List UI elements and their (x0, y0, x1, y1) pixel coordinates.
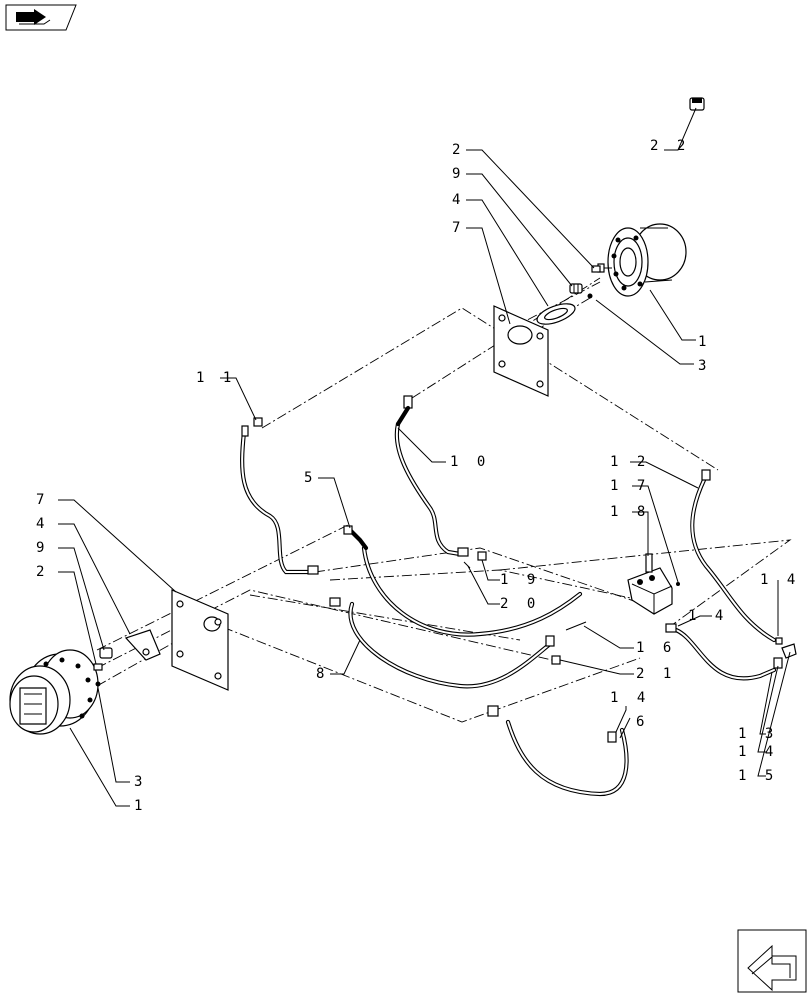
callout-11: 1 1 (196, 370, 236, 386)
cap-22 (689, 97, 705, 111)
callout-15: 1 5 (738, 768, 778, 784)
hose-13 (665, 623, 783, 681)
dowel-top-3 (587, 293, 593, 299)
callout-labels: 2 2 2 9 4 7 1 3 1 1 1 0 5 1 2 1 7 1 8 1 … (36, 138, 800, 814)
callout-21: 2 1 (636, 666, 676, 682)
plug-left-9 (99, 647, 113, 659)
callout-6: 6 (636, 714, 649, 730)
callout-22: 2 2 (650, 138, 690, 154)
callout-4-left: 4 (36, 516, 49, 532)
hose-11 (240, 417, 319, 575)
callout-7-top: 7 (452, 220, 465, 236)
fitting-15 (781, 643, 797, 659)
hose-10 (394, 395, 469, 557)
callout-3-left: 3 (134, 774, 147, 790)
callout-9-left: 9 (36, 540, 49, 556)
callout-7-left: 7 (36, 492, 49, 508)
book-arrow-icon[interactable] (5, 4, 77, 31)
next-page-arrow-icon[interactable] (737, 929, 807, 993)
fitting-17 (676, 582, 680, 586)
hose-12 (690, 469, 777, 643)
callout-10: 1 0 (450, 454, 490, 470)
callout-14-d: 1 4 (738, 744, 778, 760)
fitting-top-2 (591, 265, 601, 273)
drive-motor-top (597, 223, 687, 297)
hose-6 (487, 705, 629, 797)
callout-5: 5 (304, 470, 317, 486)
callout-12: 1 2 (610, 454, 650, 470)
seal-top-4 (536, 303, 576, 325)
fitting-left-2 (93, 663, 103, 671)
assembly-lines (96, 277, 792, 723)
callout-16: 1 6 (636, 640, 676, 656)
drive-motor-left (9, 649, 99, 735)
hose-5 (343, 525, 583, 637)
callout-2-top: 2 (452, 142, 465, 158)
callout-17: 1 7 (610, 478, 650, 494)
fitting-21 (551, 655, 561, 665)
callout-18: 1 8 (610, 504, 650, 520)
callout-1-top: 1 (698, 334, 711, 350)
callout-8: 8 (316, 666, 329, 682)
plug-top-9 (569, 283, 583, 294)
fitting-16 (565, 621, 587, 631)
fitting-14-right (775, 637, 783, 645)
callout-2-left: 2 (36, 564, 49, 580)
callout-1-left: 1 (134, 798, 147, 814)
callout-20: 2 0 (500, 596, 540, 612)
hose-8 (329, 597, 555, 689)
valve-block-18 (627, 553, 673, 615)
callout-13: 1 3 (738, 726, 778, 742)
callout-3-top: 3 (698, 358, 711, 374)
callout-14-b: 1 4 (688, 608, 728, 624)
callout-14-c: 1 4 (610, 690, 650, 706)
callout-19: 1 9 (500, 572, 540, 588)
gasket-plate-left (171, 589, 229, 691)
callout-4-top: 4 (452, 192, 465, 208)
callout-14-a: 1 4 (760, 572, 800, 588)
leader-lines (58, 107, 791, 807)
fitting-19 (477, 551, 487, 561)
seal-left-4 (124, 629, 161, 661)
dowel-left-3 (95, 681, 101, 687)
callout-9-top: 9 (452, 166, 465, 182)
gasket-plate-top (493, 305, 549, 397)
